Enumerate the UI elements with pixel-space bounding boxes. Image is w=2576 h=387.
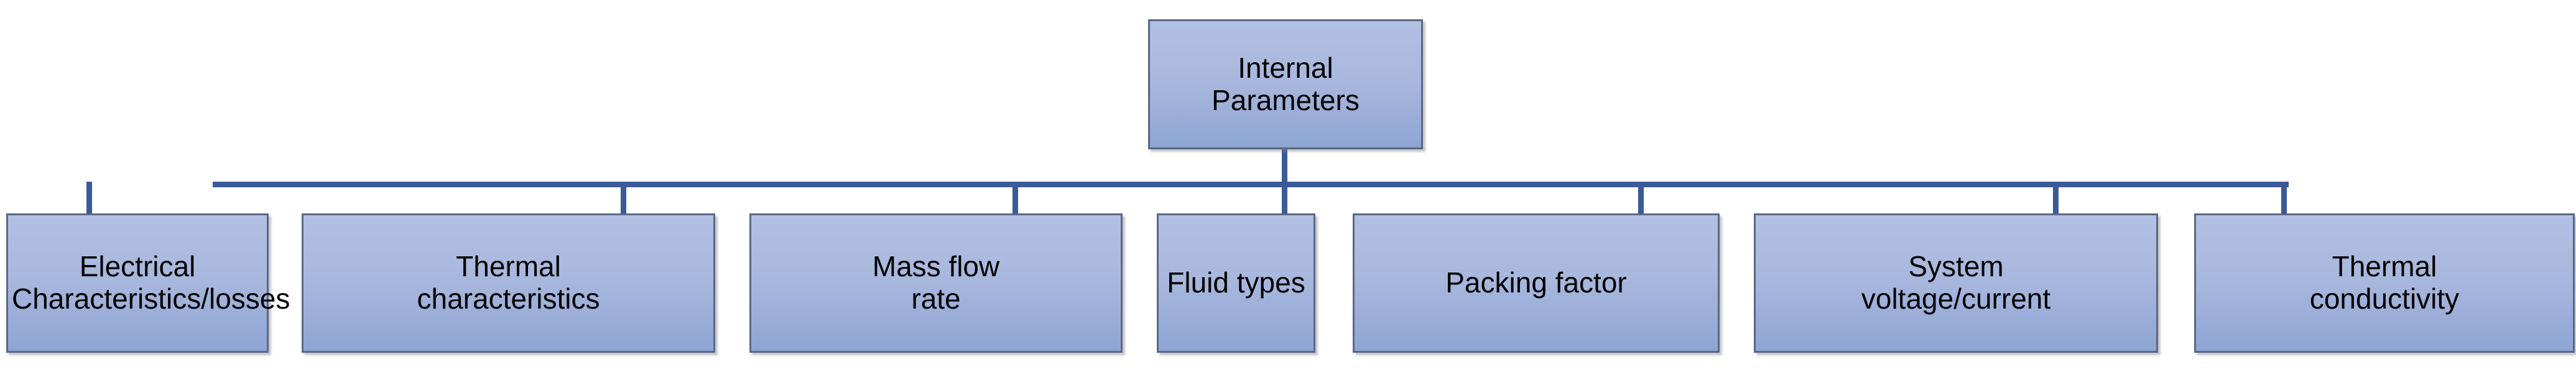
node-label: Fluid types bbox=[1167, 266, 1305, 299]
node-child-1[interactable]: Electrical Characteristics/losses bbox=[6, 213, 290, 353]
node-internal-parameters[interactable]: Internal Parameters bbox=[1148, 19, 1423, 149]
node-label: Thermal conductivity bbox=[2309, 250, 2460, 315]
node-label: Mass flow rate bbox=[872, 250, 1000, 315]
connector-drop-2 bbox=[621, 182, 626, 216]
node-child-4[interactable]: Fluid types bbox=[1157, 213, 1315, 353]
connector-drop-3 bbox=[1012, 182, 1018, 216]
connector-drop-4 bbox=[1282, 182, 1287, 216]
node-child-5[interactable]: Packing factor bbox=[1353, 213, 1720, 353]
node-child-2[interactable]: Thermal characteristics bbox=[302, 213, 715, 353]
node-label: Packing factor bbox=[1445, 266, 1627, 299]
connector-drop-5 bbox=[1638, 182, 1644, 216]
node-label: Thermal characteristics bbox=[417, 250, 600, 315]
connector-drop-7 bbox=[2281, 182, 2287, 216]
node-child-7[interactable]: Thermal conductivity bbox=[2194, 213, 2575, 353]
node-child-6[interactable]: System voltage/current bbox=[1754, 213, 2158, 353]
node-label: Internal Parameters bbox=[1212, 51, 1360, 116]
connector-drop-6 bbox=[2053, 182, 2059, 216]
connector-drop-1 bbox=[86, 182, 92, 216]
node-child-3[interactable]: Mass flow rate bbox=[749, 213, 1123, 353]
node-label: System voltage/current bbox=[1861, 250, 2051, 315]
connector-root-stem bbox=[1282, 148, 1287, 186]
node-label: Electrical Characteristics/losses bbox=[12, 250, 290, 315]
connector-horizontal-bar bbox=[213, 182, 2289, 187]
